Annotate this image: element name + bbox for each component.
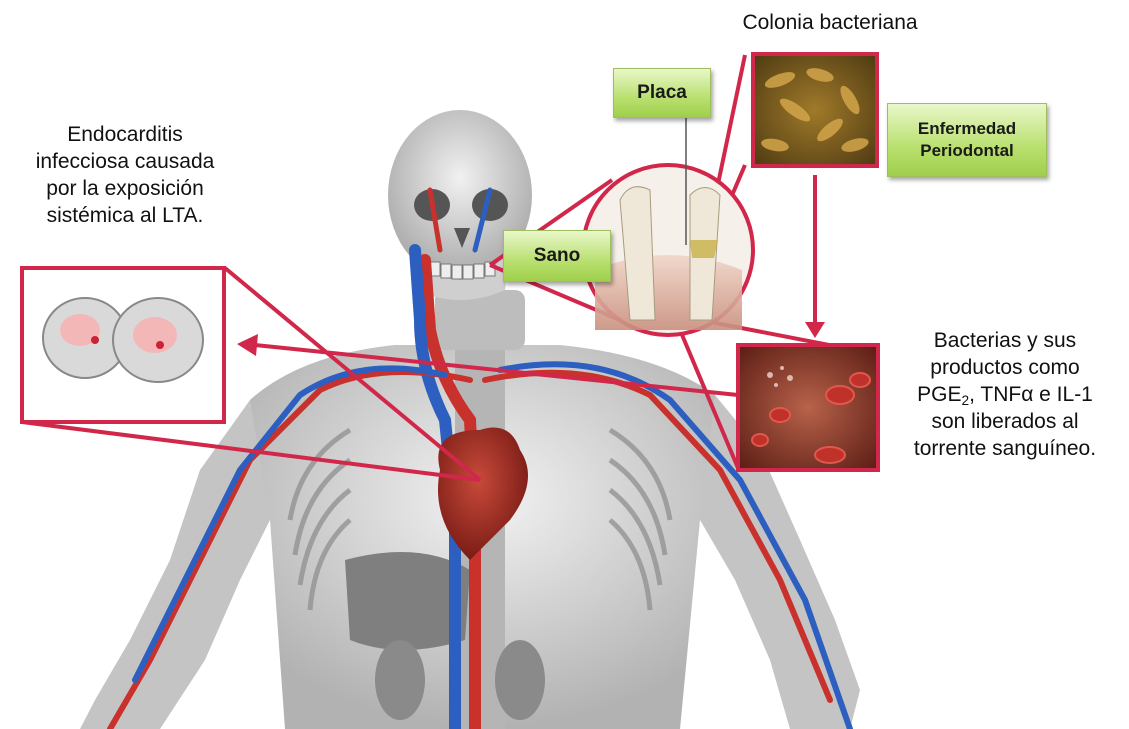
label-endocarditis: Endocarditis infecciosa causada por la e… — [5, 122, 245, 230]
label-bacterias: Bacterias y sus productos como PGE2, TNF… — [885, 328, 1125, 463]
box-enfermedad-periodontal: Enfermedad Periodontal — [887, 103, 1047, 177]
bacteria-colony-inset — [753, 54, 877, 166]
label-colonia-bacteriana: Colonia bacteriana — [705, 10, 955, 37]
box-sano: Sano — [503, 230, 611, 282]
bloodstream-inset — [738, 345, 878, 470]
box-placa: Placa — [613, 68, 711, 118]
heart-section-inset — [22, 268, 224, 422]
tooth-circle-inset — [583, 118, 753, 335]
